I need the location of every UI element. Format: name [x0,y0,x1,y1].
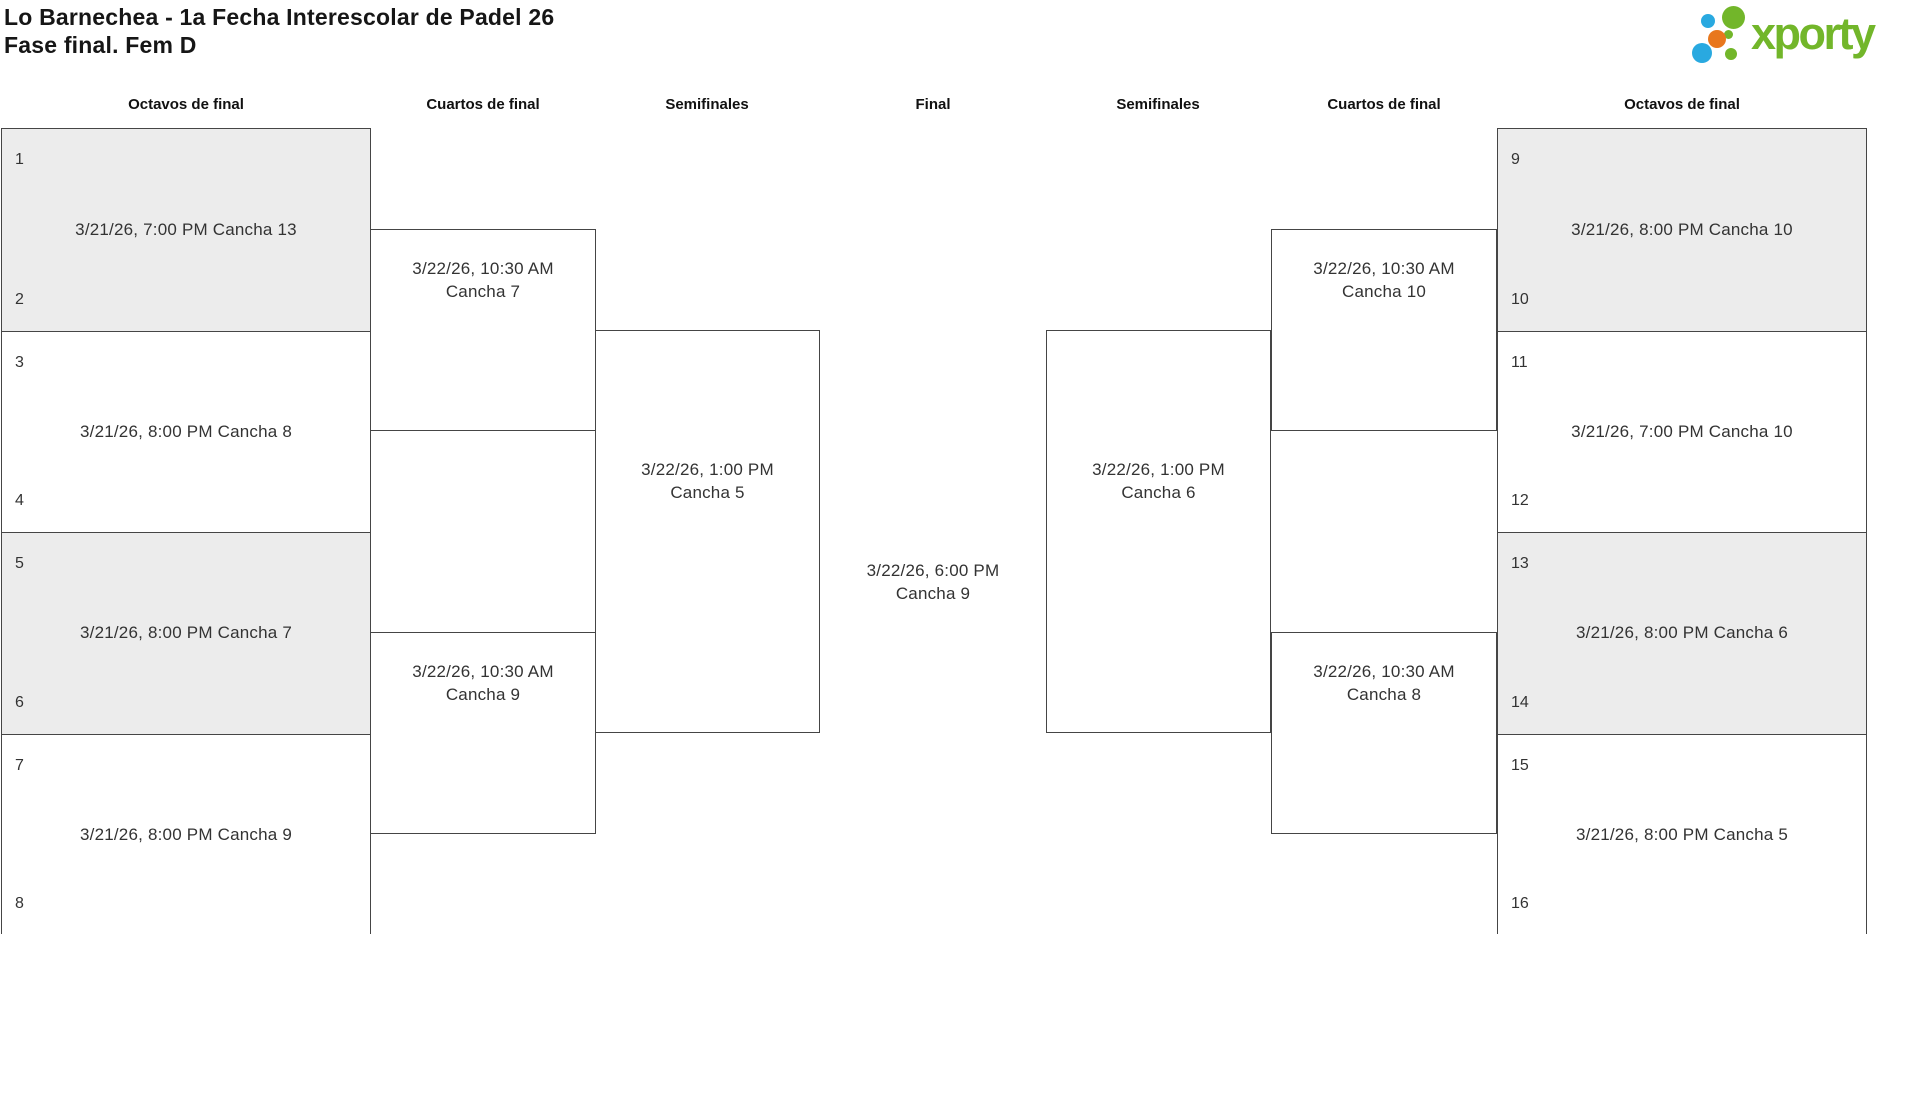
logo-dot-green-large-icon [1722,6,1745,29]
match-r16-seeds-3-4[interactable]: 3 4 3/21/26, 8:00 PM Cancha 8 [2,330,370,532]
round-header-cuartos-right: Cuartos de final [1327,96,1441,113]
match-court: Cancha 6 [1121,483,1196,502]
match-r16-seeds-7-8[interactable]: 7 8 3/21/26, 8:00 PM Cancha 9 [2,733,370,935]
page-title: Lo Barnechea - 1a Fecha Interescolar de … [4,3,554,59]
match-schedule: 3/22/26, 1:00 PM Cancha 5 [596,458,819,504]
match-r16-seeds-13-14[interactable]: 13 14 3/21/26, 8:00 PM Cancha 6 [1498,532,1866,734]
match-schedule: 3/21/26, 8:00 PM Cancha 9 [80,824,292,844]
match-datetime: 3/22/26, 10:30 AM [412,259,554,278]
logo-dot-blue-large-icon [1692,43,1712,63]
match-schedule: 3/22/26, 10:30 AM Cancha 7 [371,257,595,303]
match-qf-right-top[interactable]: 3/22/26, 10:30 AM Cancha 10 [1271,229,1497,431]
round-header-final: Final [915,96,951,113]
seed-label: 9 [1511,151,1520,168]
match-semifinal-right[interactable]: 3/22/26, 1:00 PM Cancha 6 [1046,330,1271,733]
match-court: Cancha 7 [445,282,521,301]
match-court: Cancha 9 [895,584,971,603]
seed-label: 14 [1511,693,1529,711]
logo-dot-orange-icon [1708,30,1726,48]
match-schedule: 3/22/26, 10:30 AM Cancha 9 [371,660,595,706]
logo-dot-green-tiny-icon [1724,30,1733,39]
match-court: Cancha 10 [1341,282,1427,301]
match-datetime: 3/22/26, 10:30 AM [412,662,554,681]
match-r16-seeds-5-6[interactable]: 5 6 3/21/26, 8:00 PM Cancha 7 [2,532,370,734]
seed-label: 4 [15,492,24,509]
r16-right-column: 9 10 3/21/26, 8:00 PM Cancha 10 11 12 3/… [1497,128,1867,935]
match-schedule: 3/21/26, 7:00 PM Cancha 13 [75,219,297,239]
round-header-semis-right: Semifinales [1116,96,1200,113]
seed-label: 13 [1511,555,1529,572]
match-schedule: 3/22/26, 1:00 PM Cancha 6 [1047,458,1270,504]
seed-label: 8 [15,895,24,912]
match-schedule: 3/22/26, 10:30 AM Cancha 8 [1272,660,1496,706]
seed-label: 7 [15,756,24,774]
match-semifinal-left[interactable]: 3/22/26, 1:00 PM Cancha 5 [595,330,820,733]
round-header-octavos-right: Octavos de final [1624,96,1740,113]
seed-label: 11 [1511,353,1528,371]
match-qf-left-bottom[interactable]: 3/22/26, 10:30 AM Cancha 9 [370,632,596,834]
seed-label: 6 [15,693,24,711]
match-court: Cancha 9 [445,685,521,704]
match-schedule: 3/21/26, 8:00 PM Cancha 7 [80,623,292,643]
logo-wordmark: xporty [1751,8,1876,59]
match-datetime: 3/22/26, 1:00 PM [1092,460,1225,479]
match-r16-seeds-1-2[interactable]: 1 2 3/21/26, 7:00 PM Cancha 13 [2,129,370,331]
match-qf-right-bottom[interactable]: 3/22/26, 10:30 AM Cancha 8 [1271,632,1497,834]
match-r16-seeds-15-16[interactable]: 15 16 3/21/26, 8:00 PM Cancha 5 [1498,733,1866,935]
seed-label: 1 [15,151,24,168]
match-final[interactable]: 3/22/26, 6:00 PM Cancha 9 [820,559,1046,605]
logo-dot-green-small-icon [1725,48,1737,60]
logo-dot-blue-small-icon [1701,14,1715,28]
match-schedule: 3/21/26, 8:00 PM Cancha 10 [1571,219,1793,239]
seed-label: 3 [15,353,24,371]
phase-category: Fase final. Fem D [4,32,197,58]
match-court: Cancha 8 [1346,685,1422,704]
seed-label: 15 [1511,756,1529,774]
match-schedule: 3/22/26, 10:30 AM Cancha 10 [1272,257,1496,303]
seed-label: 5 [15,555,24,572]
match-schedule: 3/21/26, 8:00 PM Cancha 6 [1576,623,1788,643]
round-header-octavos-left: Octavos de final [128,96,244,113]
match-schedule: 3/21/26, 8:00 PM Cancha 8 [80,421,292,441]
round-header-cuartos-left: Cuartos de final [426,96,540,113]
match-datetime: 3/22/26, 10:30 AM [1313,259,1455,278]
seed-label: 2 [15,290,24,308]
match-r16-seeds-9-10[interactable]: 9 10 3/21/26, 8:00 PM Cancha 10 [1498,129,1866,331]
r16-left-column: 1 2 3/21/26, 7:00 PM Cancha 13 3 4 3/21/… [1,128,371,935]
seed-label: 12 [1511,492,1529,509]
seed-label: 16 [1511,895,1529,912]
match-datetime: 3/22/26, 10:30 AM [1313,662,1455,681]
tournament-name: Lo Barnechea - 1a Fecha Interescolar de … [4,4,555,30]
round-header-semis-left: Semifinales [665,96,749,113]
xporty-logo[interactable]: xporty [1690,4,1916,68]
match-schedule: 3/21/26, 7:00 PM Cancha 10 [1571,421,1793,441]
seed-label: 10 [1511,290,1529,308]
match-qf-left-top[interactable]: 3/22/26, 10:30 AM Cancha 7 [370,229,596,431]
match-schedule: 3/21/26, 8:00 PM Cancha 5 [1576,824,1788,844]
match-r16-seeds-11-12[interactable]: 11 12 3/21/26, 7:00 PM Cancha 10 [1498,330,1866,532]
match-datetime: 3/22/26, 1:00 PM [641,460,774,479]
match-court: Cancha 5 [670,483,745,502]
match-datetime: 3/22/26, 6:00 PM [866,561,1000,580]
